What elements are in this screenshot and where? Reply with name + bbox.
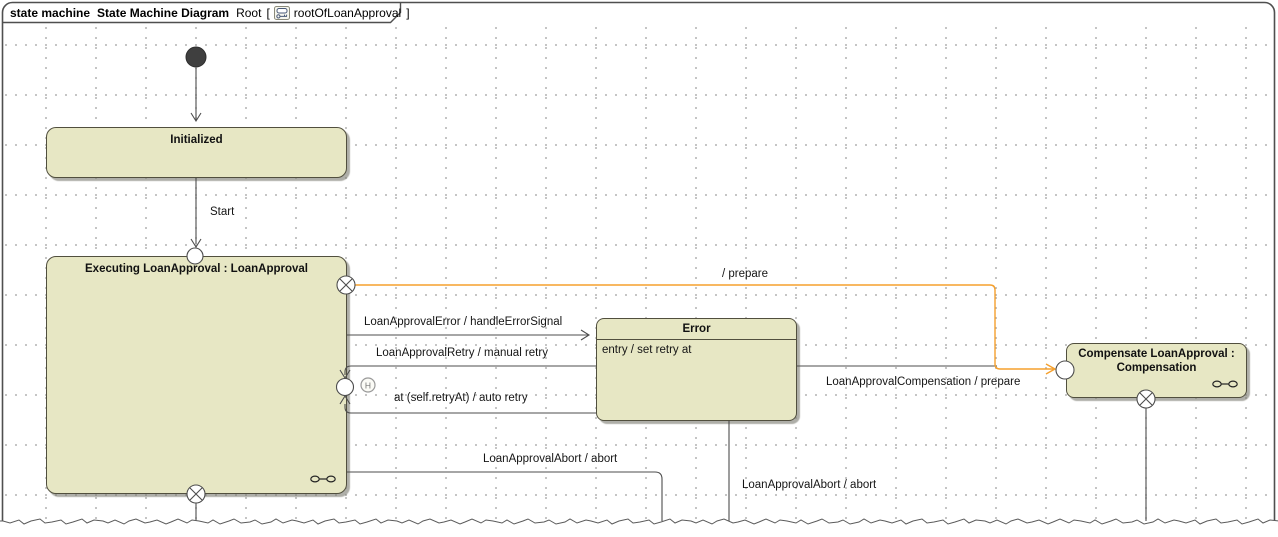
submachine-icon[interactable] <box>310 474 336 484</box>
state-initialized[interactable]: Initialized <box>46 127 347 178</box>
state-executing-loanapproval[interactable]: Executing LoanApproval : LoanApproval <box>46 256 347 494</box>
state-compensate-loanapproval[interactable]: Compensate LoanApproval : Compensation <box>1066 343 1247 398</box>
transition-label-start[interactable]: Start <box>210 206 235 218</box>
diagram-kind-label: state machine <box>10 5 91 20</box>
transition-label-error-signal[interactable]: LoanApprovalError / handleErrorSignal <box>364 316 563 328</box>
transition-label-prepare[interactable]: / prepare <box>722 268 769 280</box>
transition-label-abort-error[interactable]: LoanApprovalAbort / abort <box>742 479 877 491</box>
open-bracket: [ <box>266 5 270 20</box>
diagram-title: state machine State Machine Diagram Root… <box>10 5 410 20</box>
diagram-context-label: Root <box>236 5 262 20</box>
tear-mask <box>0 519 1278 537</box>
state-compensate-name-line2: Compensation <box>1116 362 1197 374</box>
submachine-icon[interactable] <box>1212 379 1238 389</box>
close-bracket: ] <box>406 5 410 20</box>
state-error-name: Error <box>682 323 711 335</box>
error-entry-activity: entry / set retry at <box>602 344 692 356</box>
diagram-name-label: State Machine Diagram <box>97 5 230 20</box>
state-machine-icon <box>273 5 290 20</box>
state-compensate-name-line1: Compensate LoanApproval : <box>1078 348 1235 360</box>
state-executing-name: Executing LoanApproval : LoanApproval <box>85 263 308 275</box>
transition-label-auto-retry[interactable]: at (self.retryAt) / auto retry <box>394 392 528 404</box>
transition-label-abort-main[interactable]: LoanApprovalAbort / abort <box>483 453 618 465</box>
transition-label-compensation[interactable]: LoanApprovalCompensation / prepare <box>826 376 1021 388</box>
transition-label-manual-retry[interactable]: LoanApprovalRetry / manual retry <box>376 347 548 359</box>
state-error[interactable]: Error entry / set retry at <box>596 318 797 421</box>
state-compensate-name: Compensate LoanApproval : Compensation <box>1067 344 1246 375</box>
submachine-ref-label: rootOfLoanApproval <box>293 5 402 20</box>
state-initialized-name: Initialized <box>170 134 223 146</box>
